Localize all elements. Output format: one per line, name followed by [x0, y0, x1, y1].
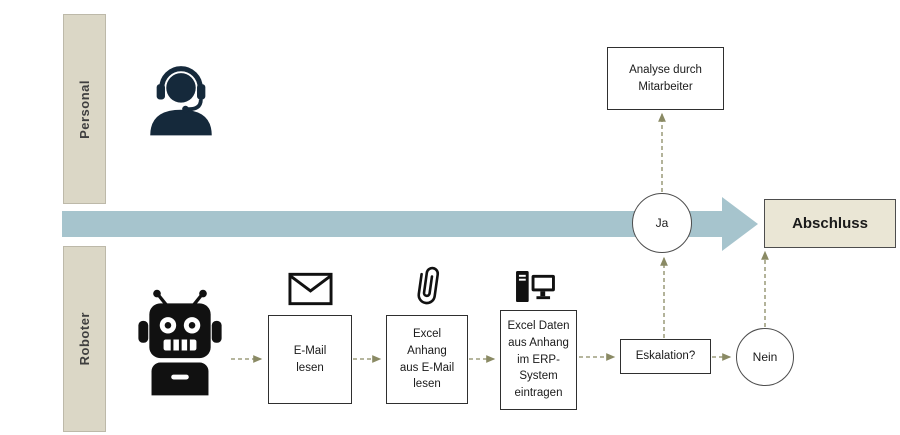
gateway-nein: Nein [736, 328, 794, 386]
envelope-icon [288, 272, 333, 306]
step-email-lesen: E-Mail lesen [268, 315, 352, 404]
computer-icon [512, 269, 557, 304]
gateway-ja: Ja [632, 193, 692, 253]
robot-icon [134, 287, 226, 403]
lane-roboter: Roboter [63, 246, 106, 432]
step-analyse-durch-mitarbeiter: Analyse durch Mitarbeiter [607, 47, 724, 110]
decision-eskalation: Eskalation? [620, 339, 711, 374]
lane-roboter-label: Roboter [77, 312, 92, 366]
support-agent-icon [140, 58, 222, 146]
paperclip-icon [404, 260, 450, 311]
step-excel-daten-erp-eintragen: Excel Daten aus Anhang im ERP-System ein… [500, 310, 577, 410]
end-node-abschluss: Abschluss [764, 199, 896, 248]
lane-personal-label: Personal [77, 79, 92, 139]
step-excel-anhang-lesen: Excel Anhang aus E-Mail lesen [386, 315, 468, 404]
lane-personal: Personal [63, 14, 106, 204]
